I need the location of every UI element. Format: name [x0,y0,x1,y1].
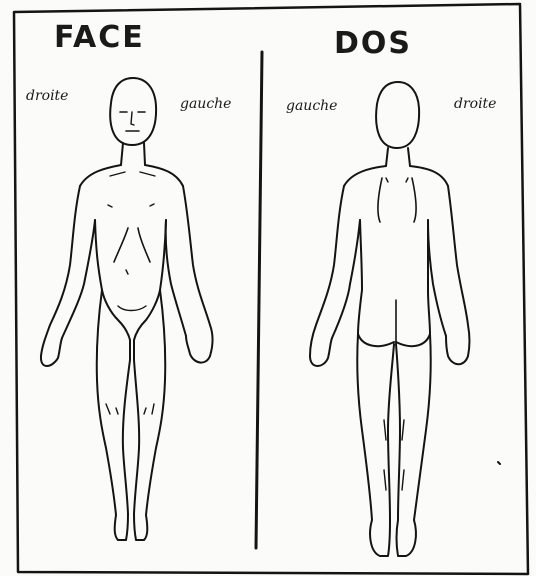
front-view-heading: FACE [54,20,145,55]
diagram-frame [14,4,528,574]
back-left-side-label: gauche [286,98,337,114]
back-view-heading: DOS [334,26,412,61]
front-body-figure [41,78,213,540]
back-body-figure [310,82,500,556]
front-left-side-label: gauche [180,96,231,112]
front-right-side-label: droite [26,88,68,104]
view-divider [256,52,262,548]
back-right-side-label: droite [454,96,496,112]
